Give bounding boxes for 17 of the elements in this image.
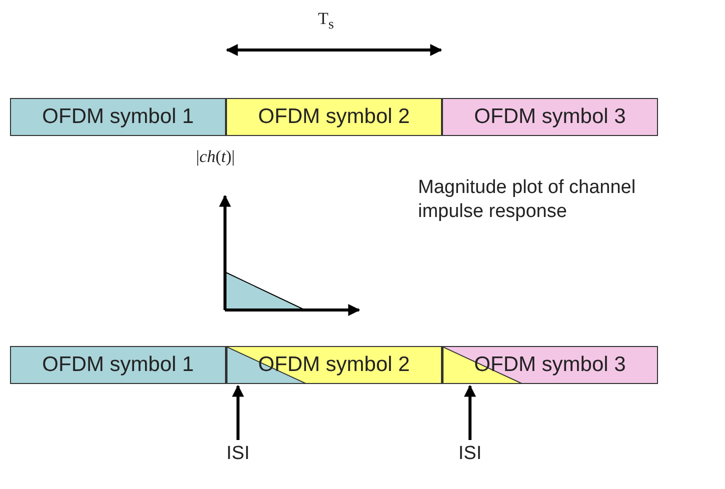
symbol-label: OFDM symbol 1 [42, 105, 194, 129]
period-label: T$_{s}$ [318, 8, 334, 34]
symbol-label: OFDM symbol 2 [258, 353, 410, 377]
isi-label: ISI [226, 443, 250, 465]
axis-label: |ch(t)| [196, 146, 235, 168]
symbol-label: OFDM symbol 3 [474, 353, 626, 377]
symbol-block [442, 346, 658, 384]
symbol-block [226, 98, 442, 136]
symbol-label: OFDM symbol 1 [42, 353, 194, 377]
symbol-label: OFDM symbol 3 [474, 105, 626, 129]
symbol-block [10, 98, 226, 136]
arrow [232, 384, 244, 440]
arrow [464, 384, 476, 440]
symbol-block [442, 98, 658, 136]
symbol-label: OFDM symbol 2 [258, 105, 410, 129]
description-text: Magnitude plot of channel impulse response [418, 176, 637, 224]
isi-label: ISI [458, 443, 482, 465]
